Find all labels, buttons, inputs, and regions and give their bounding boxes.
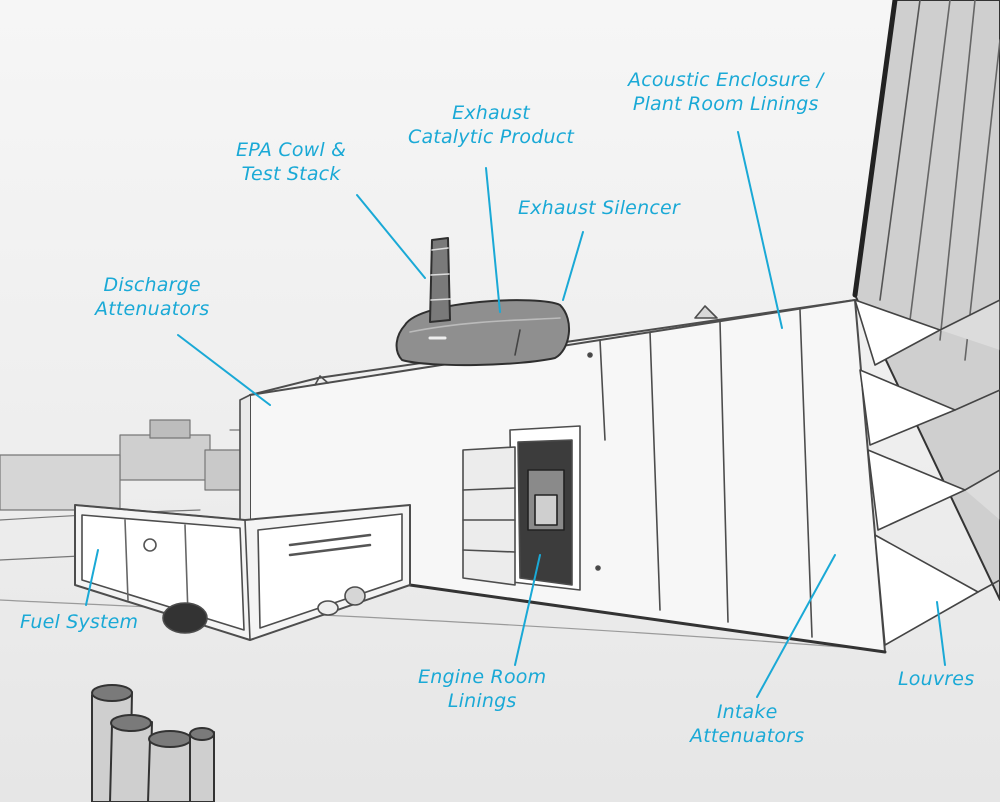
background-yard bbox=[0, 419, 881, 651]
label-discharge-attenuators: Discharge Attenuators bbox=[95, 274, 210, 320]
leader-louvres bbox=[936, 601, 946, 666]
exhaust-silencer bbox=[395, 299, 571, 367]
label-exhaust-catalytic: Exhaust Catalytic Product bbox=[408, 102, 575, 148]
leader-fuel-system bbox=[85, 549, 99, 606]
label-louvres: Louvres bbox=[898, 668, 975, 690]
label-engine-room-linings: Engine Room Linings bbox=[418, 666, 547, 712]
leader-acoustic-enclosure bbox=[737, 131, 783, 329]
foreground-pipes bbox=[91, 684, 215, 802]
leader-intake-attenuators bbox=[756, 554, 836, 698]
label-exhaust-silencer: Exhaust Silencer bbox=[518, 197, 680, 219]
label-intake-attenuators: Intake Attenuators bbox=[690, 701, 805, 747]
label-acoustic-enclosure: Acoustic Enclosure / Plant Room Linings bbox=[628, 69, 824, 115]
label-epa-cowl: EPA Cowl & Test Stack bbox=[236, 139, 347, 185]
building bbox=[852, 0, 1000, 601]
test-stack bbox=[429, 237, 451, 323]
leader-exhaust-silencer bbox=[562, 231, 584, 301]
leader-discharge-attenuators bbox=[177, 334, 271, 406]
label-fuel-system: Fuel System bbox=[20, 611, 139, 633]
leader-engine-room bbox=[514, 554, 541, 666]
fuel-tank bbox=[74, 504, 411, 641]
intake-hoods bbox=[854, 299, 1000, 646]
leader-lines bbox=[85, 131, 946, 698]
leader-exhaust-catalytic bbox=[485, 167, 501, 313]
leader-epa-cowl bbox=[356, 194, 426, 279]
